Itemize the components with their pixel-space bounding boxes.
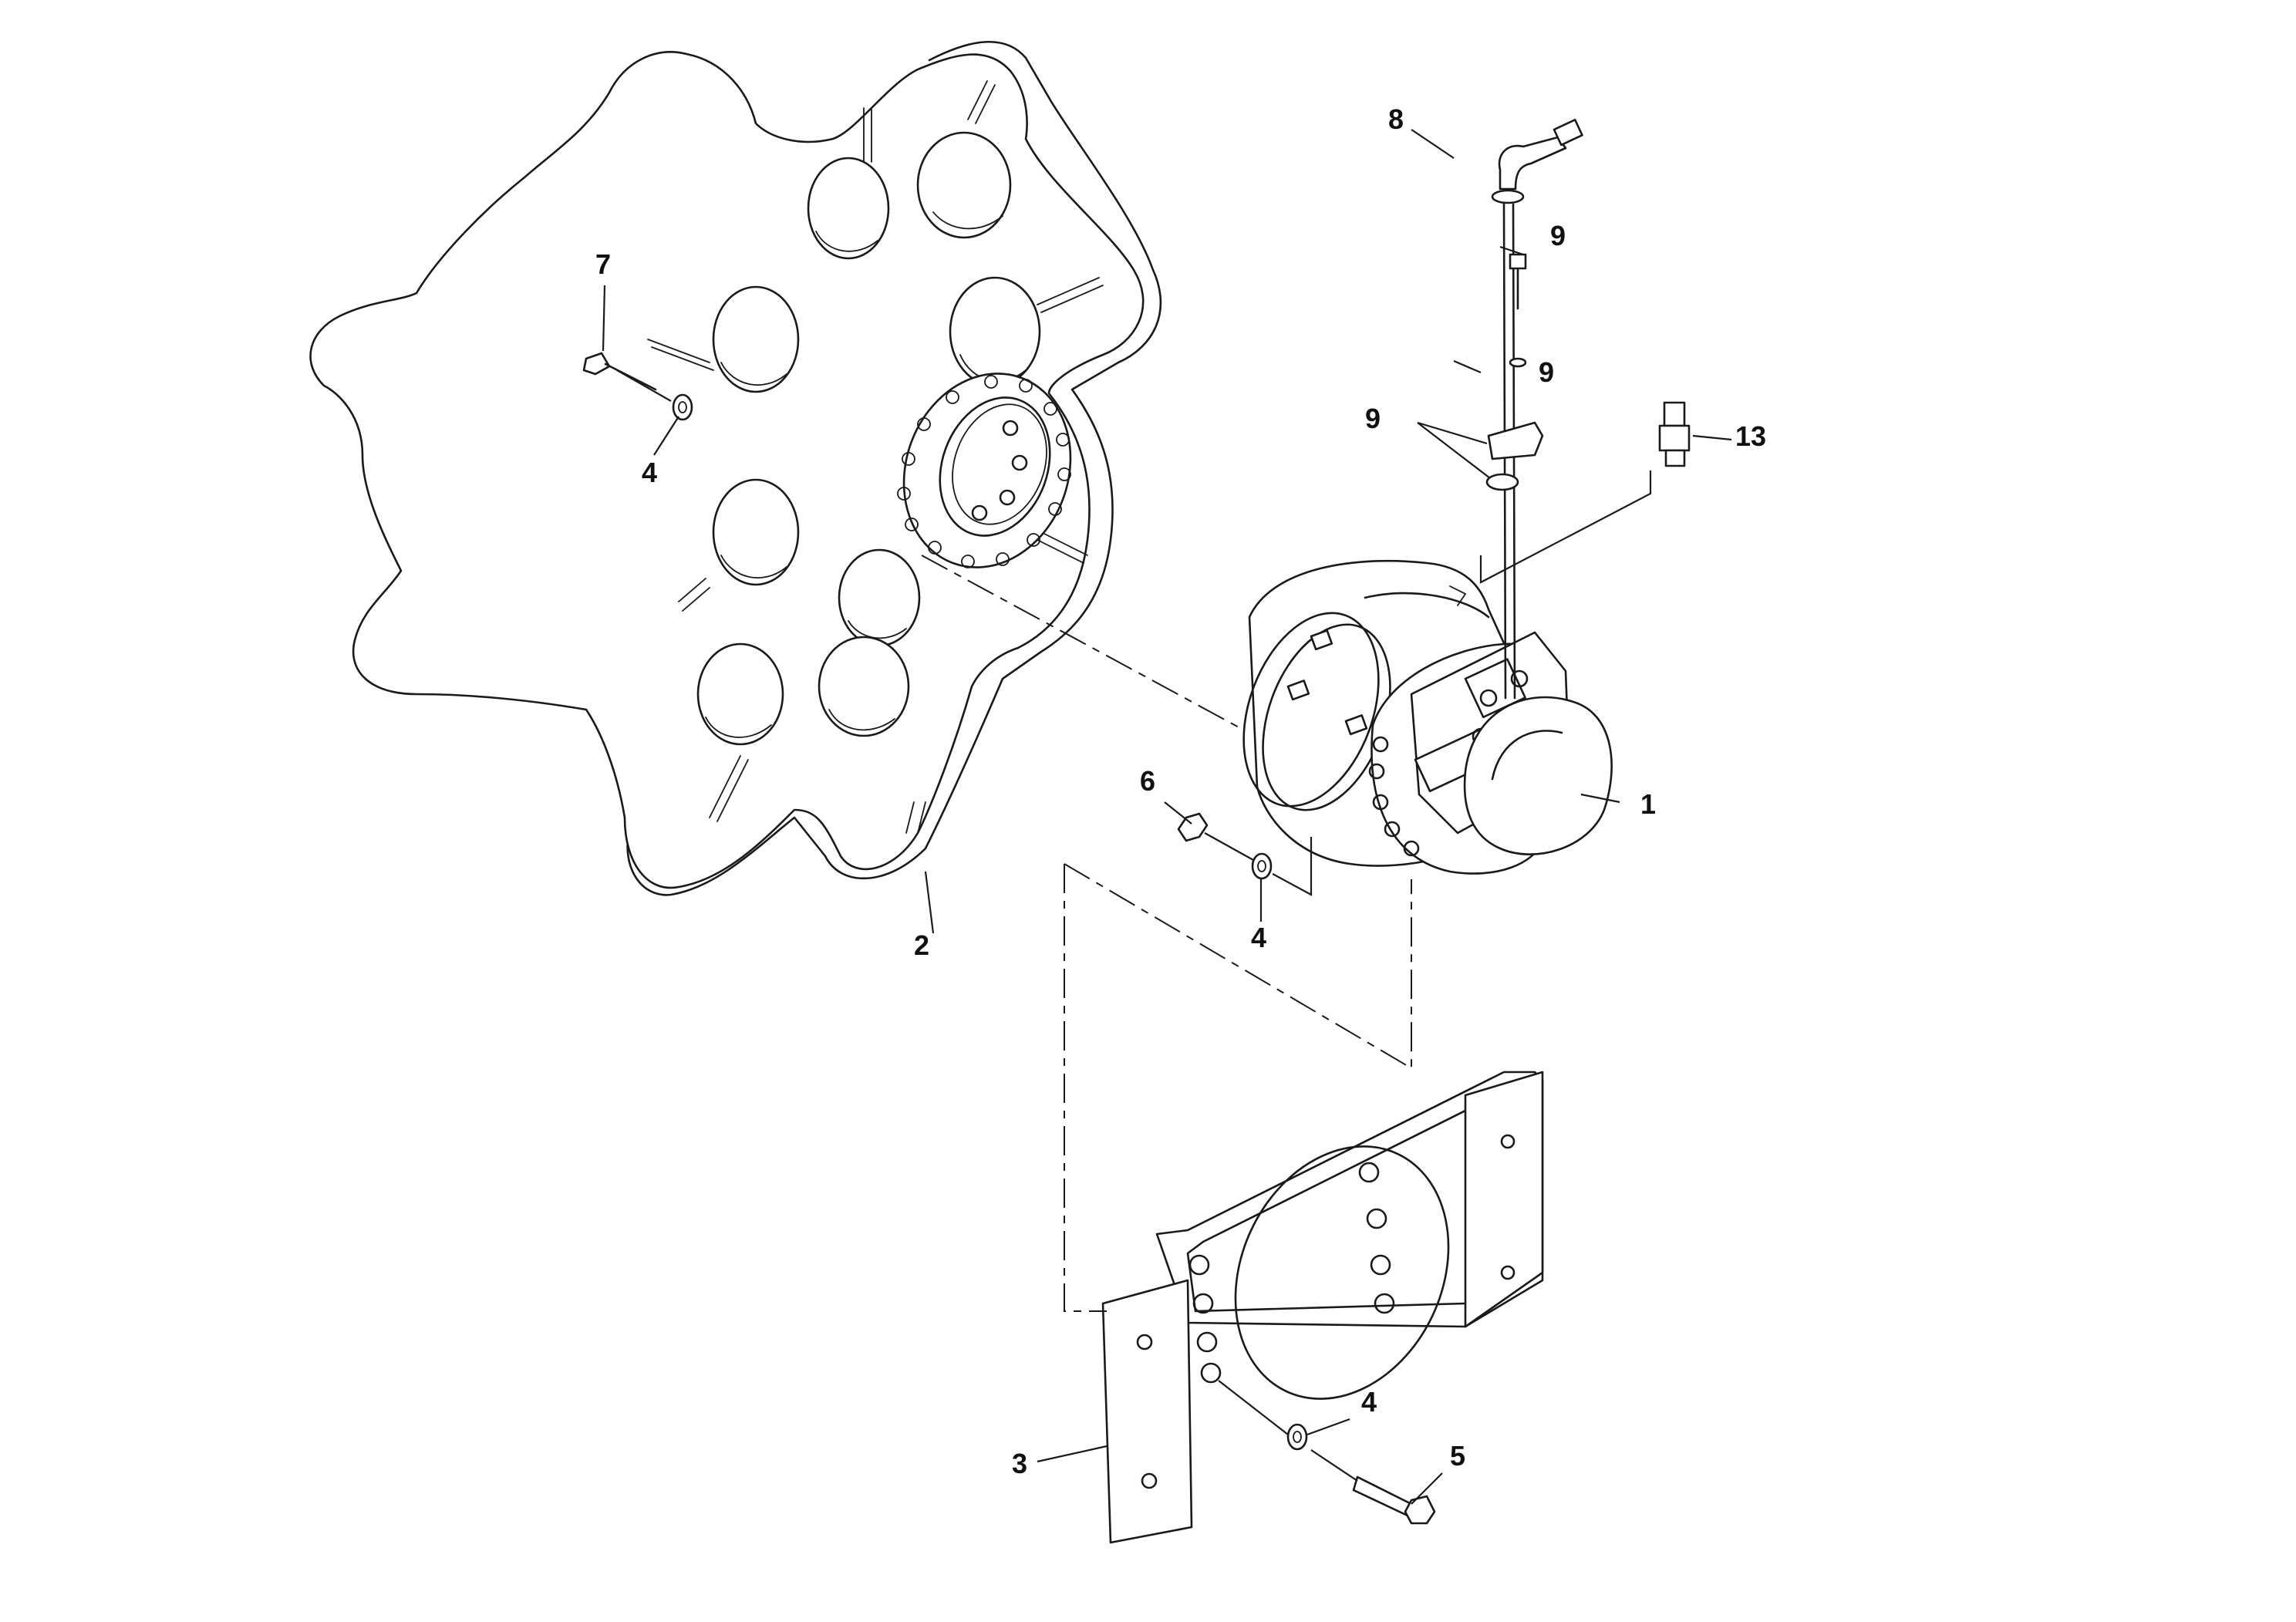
sprocket-hub <box>897 373 1072 568</box>
callout-labels: 1 2 3 4 4 4 5 6 7 8 9 9 9 13 <box>595 103 1766 1479</box>
callout-9-clamp: 9 <box>1365 403 1381 434</box>
callout-4-middle: 4 <box>1251 922 1266 953</box>
callout-5: 5 <box>1450 1440 1465 1472</box>
callout-8: 8 <box>1388 103 1404 135</box>
sprocket-windows <box>696 131 1041 746</box>
callout-7: 7 <box>595 248 611 280</box>
callout-3: 3 <box>1012 1448 1027 1479</box>
hydraulic-tube-assembly <box>1485 119 1691 700</box>
callout-4-lower: 4 <box>1361 1386 1377 1418</box>
sprocket-inner-bolts <box>971 420 1028 521</box>
callout-9-washer: 9 <box>1539 356 1554 388</box>
callout-6: 6 <box>1140 765 1155 797</box>
motor-flange-bolts <box>1368 736 1420 857</box>
mounting-bracket <box>1101 1071 1544 1544</box>
callout-13: 13 <box>1735 420 1766 452</box>
callout-1: 1 <box>1640 788 1656 820</box>
bracket-bolts <box>1188 1162 1395 1384</box>
callout-2: 2 <box>914 929 929 961</box>
sprocket-slots <box>647 80 1104 834</box>
hardware <box>582 352 1436 1525</box>
sprocket-wheel <box>309 41 1162 896</box>
callout-9-top: 9 <box>1550 220 1566 251</box>
hydraulic-drive-motor <box>1242 559 1613 875</box>
callout-leaders <box>602 129 1732 1505</box>
assembly-lines <box>616 369 1652 1482</box>
callout-4-upper: 4 <box>642 457 657 488</box>
sprocket-bolt-holes <box>897 375 1071 568</box>
